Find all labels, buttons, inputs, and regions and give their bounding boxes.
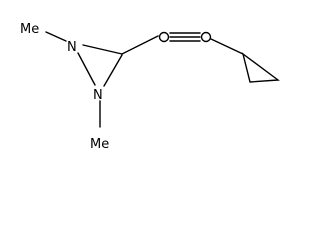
bond-n1-methyl (45, 31, 67, 42)
bond-n2-c3 (103, 54, 123, 87)
bond-n1-c3 (82, 44, 123, 55)
bond-c3-alkyne (121, 35, 159, 55)
cyclopropyl-ring (241, 52, 280, 83)
bond-alkyne-cyclopropyl (210, 38, 244, 55)
alkyne-carbon-2 (200, 31, 212, 43)
alkyne-carbon-1 (158, 31, 170, 43)
methyl-label-1: Me (20, 22, 39, 37)
nitrogen-label-2: N (93, 88, 103, 103)
bond-n1-n2 (77, 52, 96, 86)
nitrogen-label-1: N (67, 40, 77, 55)
molecule-structure-diagram: Me N N Me (20, 22, 280, 152)
methyl-label-2: Me (90, 137, 109, 152)
